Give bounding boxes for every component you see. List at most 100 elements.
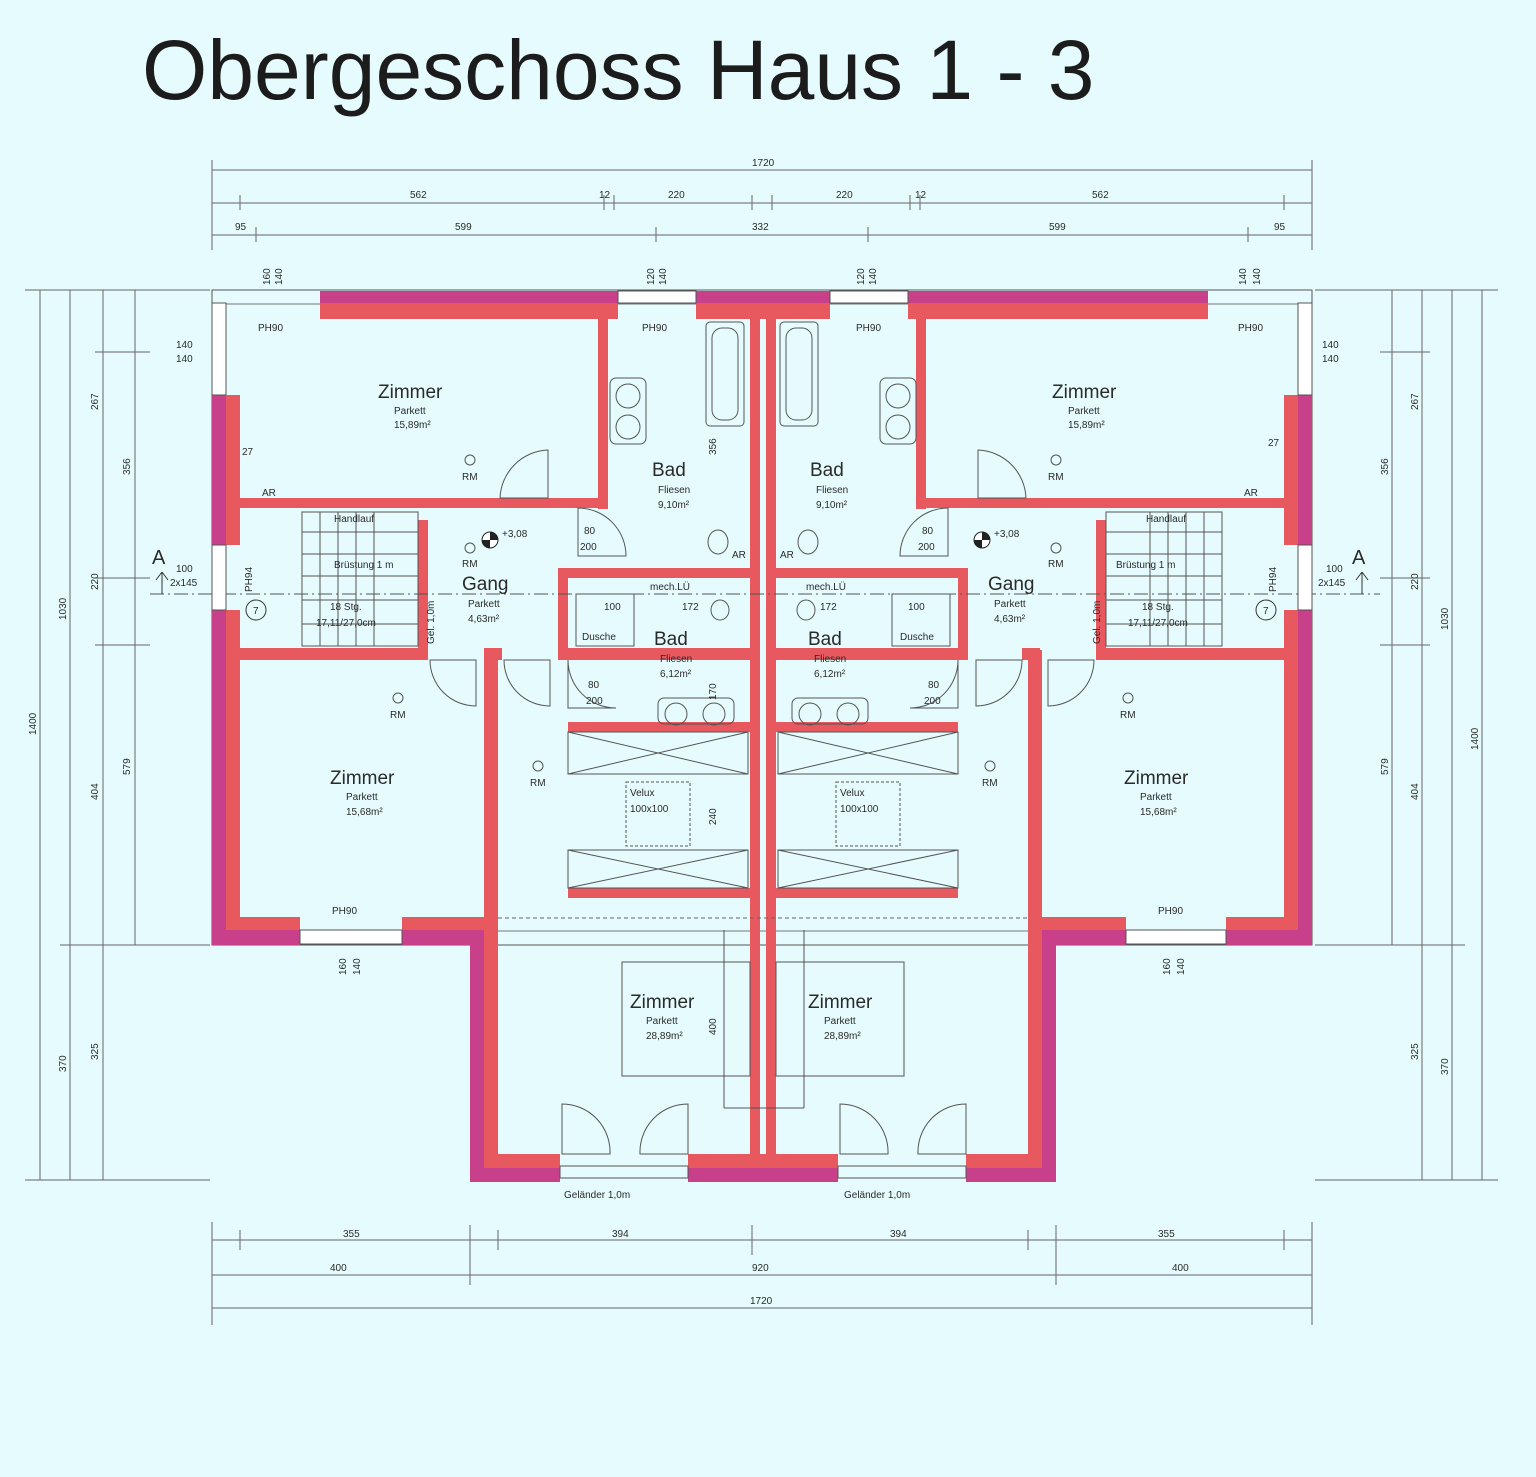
room-name: Bad [654, 629, 688, 650]
dim-top-599-r: 599 [1049, 222, 1066, 233]
room-name: Bad [652, 460, 686, 481]
dim-win-v: 120 [856, 268, 867, 285]
parapet-label: Brüstung 1 m [334, 560, 393, 571]
rm-label: RM [390, 710, 406, 721]
window-type-label: PH90 [642, 323, 667, 334]
dim-top-12-r: 12 [915, 190, 927, 201]
door-height: 200 [586, 696, 603, 707]
ventilation-label: mech.LÜ [650, 581, 690, 593]
door-width: 80 [922, 526, 934, 537]
room-mr: Zimmer Parkett 15,68m² [1124, 768, 1189, 818]
dim-inner-27: 27 [1268, 438, 1280, 449]
dim-win-v: 140 [274, 268, 285, 285]
door-width: 80 [588, 680, 600, 691]
dim-win-v: 160 [262, 268, 273, 285]
handrail-label: Handlauf [1146, 514, 1186, 525]
window-type-label: PH90 [1158, 906, 1183, 917]
window-type-label: PH94 [244, 567, 255, 592]
velux-size: 100x100 [840, 804, 879, 815]
section-arrow-right [1355, 571, 1369, 594]
stair-number-text: 7 [253, 606, 259, 617]
room-bad2-r: Bad Fliesen 6,12m² [808, 629, 846, 680]
room-area: 6,12m² [814, 669, 846, 680]
dim-top-12-l: 12 [599, 190, 611, 201]
rm-label: RM [530, 778, 546, 789]
door-height: 200 [580, 542, 597, 553]
room-name: Zimmer [330, 768, 395, 789]
ar-label: AR [1244, 488, 1258, 499]
dim-right-579: 579 [1380, 758, 1391, 775]
room-area: 28,89m² [646, 1031, 683, 1042]
room-floor: Parkett [346, 792, 378, 803]
stair-number-right [1255, 599, 1277, 621]
dim-win-v: 120 [646, 268, 657, 285]
dim-right-404: 404 [1410, 783, 1421, 800]
room-floor: Parkett [1140, 792, 1172, 803]
room-area: 28,89m² [824, 1031, 861, 1042]
room-bad-l: Bad Fliesen 9,10m² [652, 460, 690, 511]
room-area: 9,10m² [816, 500, 848, 511]
built-in-cabinets [567, 731, 959, 889]
dim-left-370: 370 [58, 1055, 69, 1072]
dim-win-v: 140 [1252, 268, 1263, 285]
room-floor: Parkett [994, 599, 1026, 610]
level-left: +3,08 [502, 529, 528, 540]
dim-window-140: 140 [1322, 354, 1339, 365]
level-right: +3,08 [994, 529, 1020, 540]
sinks [609, 377, 917, 726]
dim-inner-172: 172 [820, 602, 837, 613]
room-area: 4,63m² [468, 614, 500, 625]
railing-label-left: Geländer 1,0m [564, 1190, 630, 1201]
dim-left-356: 356 [122, 458, 133, 475]
dim-top-220-l: 220 [668, 190, 685, 201]
page-title: Obergeschoss Haus 1 - 3 [142, 23, 1095, 117]
walls [211, 289, 1313, 1182]
room-area: 15,68m² [346, 807, 383, 818]
room-gang-r: Gang Parkett 4,63m² [988, 574, 1034, 625]
ventilation-label: mech.LÜ [806, 581, 846, 593]
ar-label: AR [262, 488, 276, 499]
doors [429, 449, 1095, 1155]
dim-bottom-total: 1720 [750, 1296, 773, 1307]
dim-inner-170: 170 [708, 683, 719, 700]
room-floor: Fliesen [658, 485, 690, 496]
dim-top-562-r: 562 [1092, 190, 1109, 201]
window-type-label: PH90 [856, 323, 881, 334]
ar-label: AR [732, 550, 746, 561]
room-area: 15,68m² [1140, 807, 1177, 818]
dim-inner-400: 400 [708, 1018, 719, 1035]
dim-win-v: 140 [658, 268, 669, 285]
bottom-room-boxes [621, 930, 905, 1109]
dim-left-325: 325 [90, 1043, 101, 1060]
dim-inner-240: 240 [708, 808, 719, 825]
bottom-dimensions: 355 394 394 355 400 920 400 1720 [211, 1222, 1313, 1325]
railing-height: Gel. 1,0m [1092, 601, 1103, 644]
room-ml: Zimmer Parkett 15,68m² [330, 768, 395, 818]
dim-left-1400: 1400 [28, 712, 39, 735]
dim-win-v: 140 [352, 958, 363, 975]
dim-left-220: 220 [90, 573, 101, 590]
room-tr: Zimmer Parkett 15,89m² [1052, 382, 1117, 431]
room-floor: Parkett [1068, 406, 1100, 417]
dim-right-220: 220 [1410, 573, 1421, 590]
window-type-label: PH90 [332, 906, 357, 917]
door-height: 200 [924, 696, 941, 707]
dim-right-370: 370 [1440, 1058, 1451, 1075]
window-type-label: PH94 [1268, 567, 1279, 592]
room-floor: Fliesen [816, 485, 848, 496]
dim-window-100: 100 [176, 564, 193, 575]
room-area: 9,10m² [658, 500, 690, 511]
room-name: Gang [462, 574, 508, 595]
room-floor: Fliesen [814, 654, 846, 665]
room-tl: Zimmer Parkett 15,89m² [378, 382, 443, 431]
railings [559, 1165, 967, 1179]
shower-label: Dusche [900, 632, 934, 643]
room-bad2-l: Bad Fliesen 6,12m² [654, 629, 692, 680]
door-width: 80 [928, 680, 940, 691]
rm-label: RM [1048, 472, 1064, 483]
dim-inner-100: 100 [908, 602, 925, 613]
dim-win-v: 160 [1162, 958, 1173, 975]
dim-left-267: 267 [90, 393, 101, 410]
stair-dims: 17,11/27,0cm [316, 618, 376, 629]
room-name: Zimmer [808, 992, 873, 1013]
